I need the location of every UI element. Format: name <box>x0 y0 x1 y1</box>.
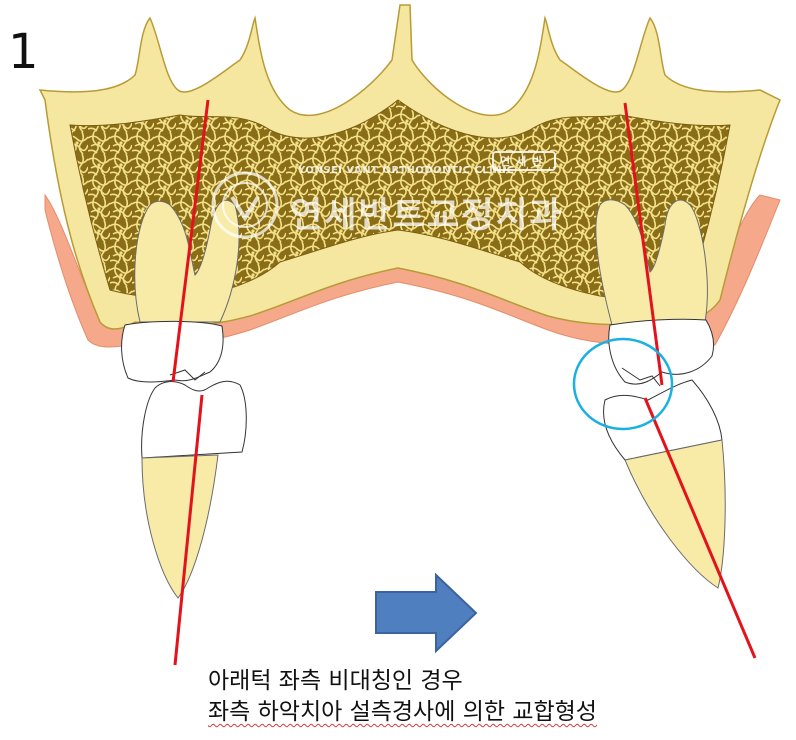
left-lower-tooth-crown <box>141 380 247 459</box>
right-upper-axis-line <box>623 102 664 386</box>
clinic-logo-icon <box>211 171 279 239</box>
right-lower-tooth-crown <box>603 379 723 461</box>
left-upper-axis-line <box>171 99 210 383</box>
right-lower-tooth-root <box>624 439 726 589</box>
caption: 아래턱 좌측 비대칭인 경우 좌측 하악치아 설측경사에 의한 교합형성 <box>208 666 597 728</box>
right-lower-axis-line <box>643 397 757 659</box>
watermark-english: YONSEI VANT ORTHODONTIC CLINIC <box>298 165 515 176</box>
panel-number: 1 <box>8 24 39 80</box>
right-upper-tooth-crown <box>608 318 715 385</box>
occlusion-highlight-circle <box>572 337 674 431</box>
caption-line-2: 좌측 하악치아 설측경사에 의한 교합형성 <box>208 699 597 725</box>
watermark-korean: 연세반트교정치과 <box>290 196 564 236</box>
caption-line-1: 아래턱 좌측 비대칭인 경우 <box>208 668 463 694</box>
left-lower-tooth-root <box>141 454 219 599</box>
arrow-right-icon <box>375 572 478 654</box>
left-lower-axis-line <box>173 394 204 666</box>
left-upper-tooth-crown <box>121 320 224 383</box>
right-upper-tooth-root <box>595 199 708 326</box>
watermark-badge: 연세반 <box>492 151 557 171</box>
